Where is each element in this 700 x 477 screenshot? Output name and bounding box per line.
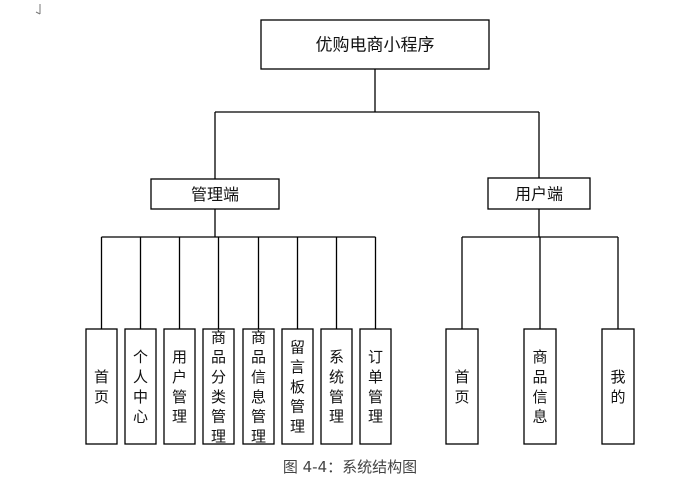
branch-node-admin-label: 管理端 xyxy=(191,185,239,204)
leaf-node-user-product-info-box xyxy=(523,328,557,445)
leaf-node-admin-system-management-box xyxy=(320,328,353,445)
leaf-node-admin-order-management-label: 订单管理 xyxy=(368,348,383,425)
branch-node-user: 用户端 xyxy=(487,177,591,210)
leaf-node-admin-product-info-management: 商品信息管理 xyxy=(242,328,275,445)
leaf-node-admin-user-management-label: 用户管理 xyxy=(172,348,187,425)
branch-node-admin: 管理端 xyxy=(150,178,280,210)
leaf-node-user-mine-label: 我的 xyxy=(610,368,625,406)
leaf-node-admin-user-management: 用户管理 xyxy=(163,328,196,445)
leaf-node-admin-home-label: 首页 xyxy=(94,368,109,406)
root-node: 优购电商小程序 xyxy=(260,19,490,70)
leaf-node-admin-message-board-management: 留言板管理 xyxy=(281,328,314,445)
leaf-node-admin-user-management-box xyxy=(163,328,196,445)
root-node-box xyxy=(260,19,490,70)
leaf-node-user-home: 首页 xyxy=(445,328,479,445)
leaf-node-user-mine: 我的 xyxy=(601,328,635,445)
branch-node-user-box xyxy=(487,177,591,210)
leaf-node-admin-personal-center-box xyxy=(124,328,157,445)
leaf-node-admin-system-management-label: 系统管理 xyxy=(329,348,344,425)
leaf-node-admin-category-management-label: 商品分类管理 xyxy=(211,328,226,445)
leaf-node-admin-message-board-management-box xyxy=(281,328,314,445)
leaf-node-admin-home: 首页 xyxy=(85,328,118,445)
leaf-node-admin-order-management-box xyxy=(359,328,392,445)
leaf-node-admin-system-management: 系统管理 xyxy=(320,328,353,445)
leaf-node-admin-category-management-box xyxy=(202,328,235,445)
root-node-label: 优购电商小程序 xyxy=(316,36,435,56)
leaf-node-admin-home-box xyxy=(85,328,118,445)
leaf-node-admin-product-info-management-box xyxy=(242,328,275,445)
leaf-node-user-product-info: 商品信息 xyxy=(523,328,557,445)
leaf-node-admin-personal-center-label: 个人中心 xyxy=(133,348,148,425)
leaf-node-admin-category-management: 商品分类管理 xyxy=(202,328,235,445)
branch-node-user-label: 用户端 xyxy=(515,184,563,203)
connectors xyxy=(100,69,619,329)
leaf-node-user-product-info-label: 商品信息 xyxy=(532,348,547,425)
leaf-node-user-mine-box xyxy=(601,328,635,445)
leaf-node-user-home-box xyxy=(445,328,479,445)
diagram-caption: 图 4-4：系统结构图 xyxy=(282,458,418,476)
leaf-node-admin-product-info-management-label: 商品信息管理 xyxy=(251,328,266,445)
leaf-node-admin-order-management: 订单管理 xyxy=(359,328,392,445)
branch-node-admin-box xyxy=(150,178,280,210)
leaf-node-admin-message-board-management-label: 留言板管理 xyxy=(290,338,305,435)
leaf-node-admin-personal-center: 个人中心 xyxy=(124,328,157,445)
leaf-node-user-home-label: 首页 xyxy=(454,368,469,406)
margin-mark xyxy=(35,4,41,15)
